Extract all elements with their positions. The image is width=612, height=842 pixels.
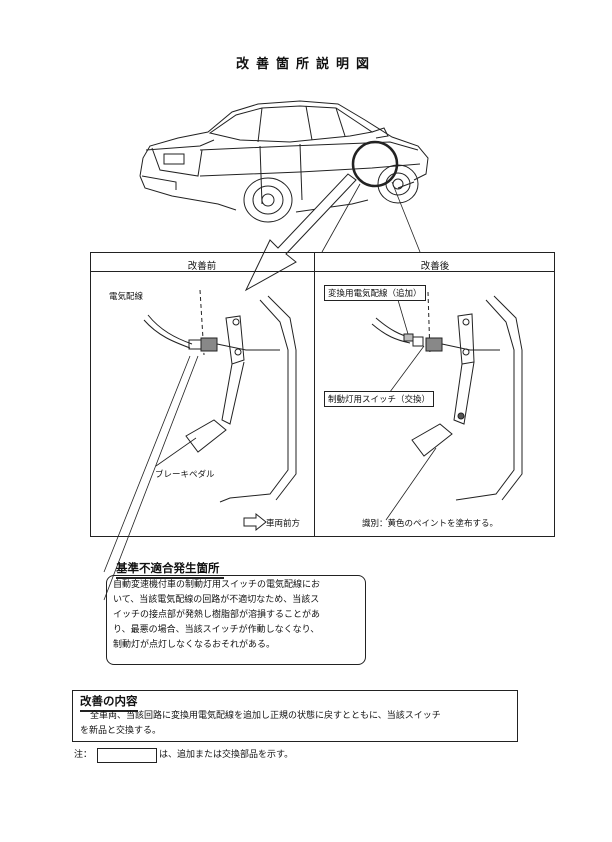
note-legend-box [97,748,157,763]
defect-text: 自動変速機付車の制動灯用スイッチの電気配線にお いて、当該電気配線の回路が不適切… [113,578,373,653]
improvement-box [72,690,518,742]
vehicle-front-label: 車両前方 [266,519,301,529]
after-heading: 改善後 [420,261,450,272]
defect-line: イッチの接点部が発熱し樹脂部が溶損することがあ [113,610,321,620]
defect-line: 自動変速機付車の制動灯用スイッチの電気配線にお [113,580,321,590]
comparison-box [90,252,555,537]
defect-line: り、最悪の場合、当該スイッチが作動しなくなり、 [113,625,320,635]
improvement-heading: 改善の内容 [80,693,138,712]
before-wire-label: 電気配線 [109,292,144,302]
defect-heading: 基準不適合発生箇所 [116,560,224,579]
identification-note: 識別：黄色のペイントを塗布する。 [362,519,499,529]
defect-box [106,575,366,665]
brake-pedal-label: ブレーキペダル [155,470,215,480]
panel-divider [314,252,315,537]
after-wire-label: 変換用電気配線（追加） [324,285,426,301]
note-text: は、追加または交換部品を示す。 [159,750,294,760]
before-heading: 改善前 [187,261,217,272]
panel-header-rule [90,271,555,272]
improvement-line: 全車両、当該回路に変換用電気配線を追加し正規の状態に戻すとともに、当該スイッチ [90,711,441,721]
note-prefix: 注： [74,750,93,760]
defect-line: いて、当該電気配線の回路が不適切なため、当該ス [113,595,320,605]
improvement-line: を新品と交換する。 [80,726,162,736]
page-title: 改善箇所説明図 [235,57,376,72]
defect-line: 制動灯が点灯しなくなるおそれがある。 [113,640,276,650]
after-switch-label: 制動灯用スイッチ（交換） [324,391,435,407]
improvement-text: 全車両、当該回路に変換用電気配線を追加し正規の状態に戻すとともに、当該スイッチ … [80,709,512,739]
